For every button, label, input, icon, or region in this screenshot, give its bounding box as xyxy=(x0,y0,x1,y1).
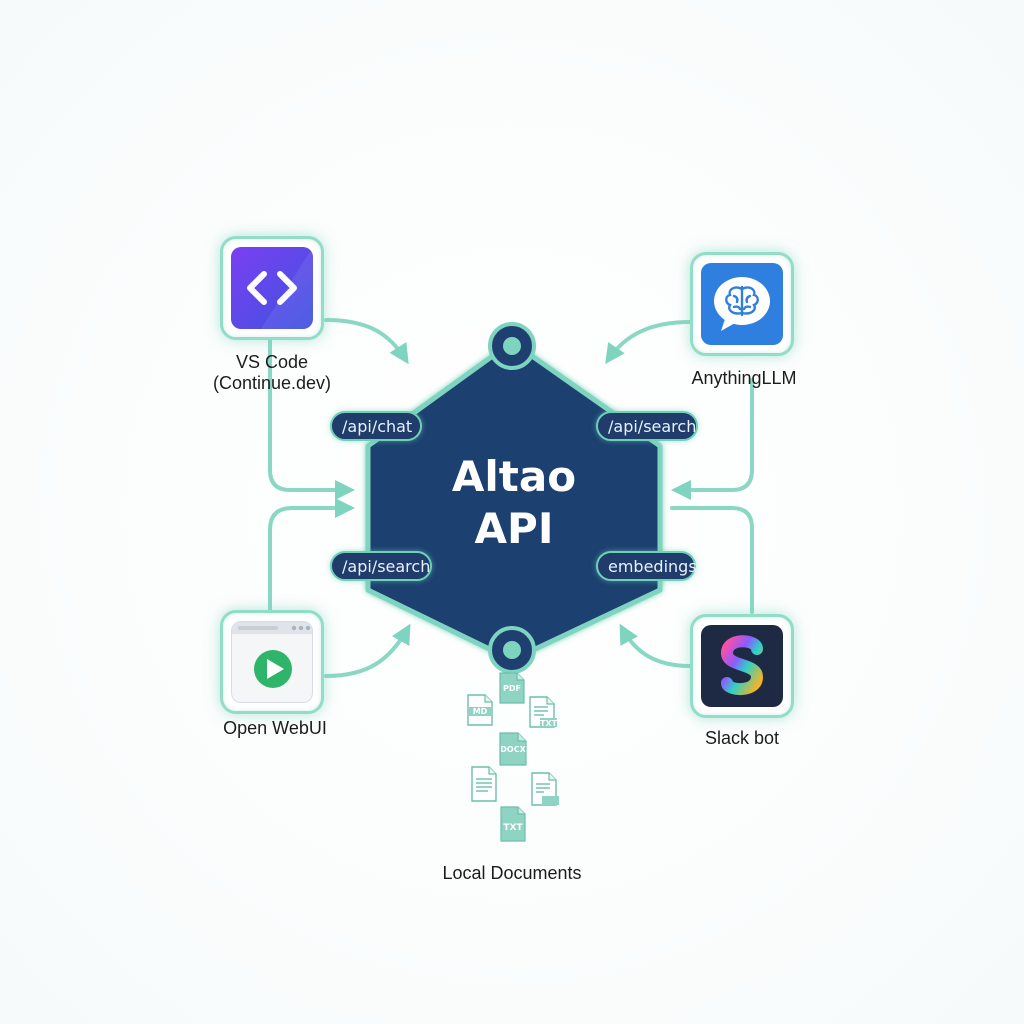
vscode-tile[interactable] xyxy=(220,236,324,340)
connector-slack-to-hub-side xyxy=(670,506,754,614)
brain-chat-icon xyxy=(701,263,783,345)
anythingllm-tile[interactable] xyxy=(690,252,794,356)
md-file-icon: MD xyxy=(466,694,494,731)
docx-file-icon: DOCX xyxy=(497,732,529,771)
docx-file-tag: DOCX xyxy=(500,745,526,754)
hub-title-line2: API xyxy=(474,504,554,553)
md-file-tag: MD xyxy=(472,707,488,716)
arrow-openwebui-to-hub xyxy=(324,623,411,678)
hub-title-line1: Altao xyxy=(451,452,577,501)
text-file-icon-left xyxy=(470,766,498,807)
vscode-label-line2: (Continue.dev) xyxy=(212,373,332,393)
arrow-openwebui-up-to-hub xyxy=(268,498,355,614)
txt-file-tag-upper: TXT xyxy=(540,719,558,728)
arrow-vscode-down-to-hub xyxy=(268,330,355,500)
hub-top-port xyxy=(488,322,536,370)
arrow-anythingllm-down-to-hub xyxy=(671,378,754,500)
arrow-vscode-to-hub xyxy=(324,318,409,365)
endpoint-pill-embedings: embedings xyxy=(596,551,697,581)
endpoint-pill-api-search-bottom: /api/search xyxy=(330,551,432,581)
hub-bottom-port xyxy=(488,626,536,674)
txt-file-icon-upper: TXT xyxy=(528,696,558,735)
txt-file-tag-bottom: TXT xyxy=(503,823,523,833)
arrow-slack-to-hub xyxy=(619,623,692,668)
slack-label: Slack bot xyxy=(704,728,780,748)
local-documents-label: Local Documents xyxy=(442,863,582,883)
slack-tile[interactable] xyxy=(690,614,794,718)
anythingllm-label: AnythingLLM xyxy=(691,368,797,388)
openwebui-tile[interactable] xyxy=(220,610,324,714)
endpoint-pill-api-chat: /api/chat xyxy=(330,411,422,441)
txt-file-icon-bottom: TXT xyxy=(499,806,527,847)
text-file-icon-right xyxy=(530,772,560,813)
pdf-file-icon: PDF xyxy=(498,672,526,709)
arrow-anythingllm-to-hub xyxy=(605,320,692,365)
vscode-label-line1: VS Code xyxy=(235,352,309,372)
openwebui-label: Open WebUI xyxy=(223,718,327,738)
browser-play-icon xyxy=(231,621,313,703)
code-brackets-icon xyxy=(231,247,313,329)
slack-s-icon xyxy=(701,625,783,707)
pdf-file-tag: PDF xyxy=(503,684,521,693)
endpoint-pill-api-search-top: /api/search xyxy=(596,411,698,441)
